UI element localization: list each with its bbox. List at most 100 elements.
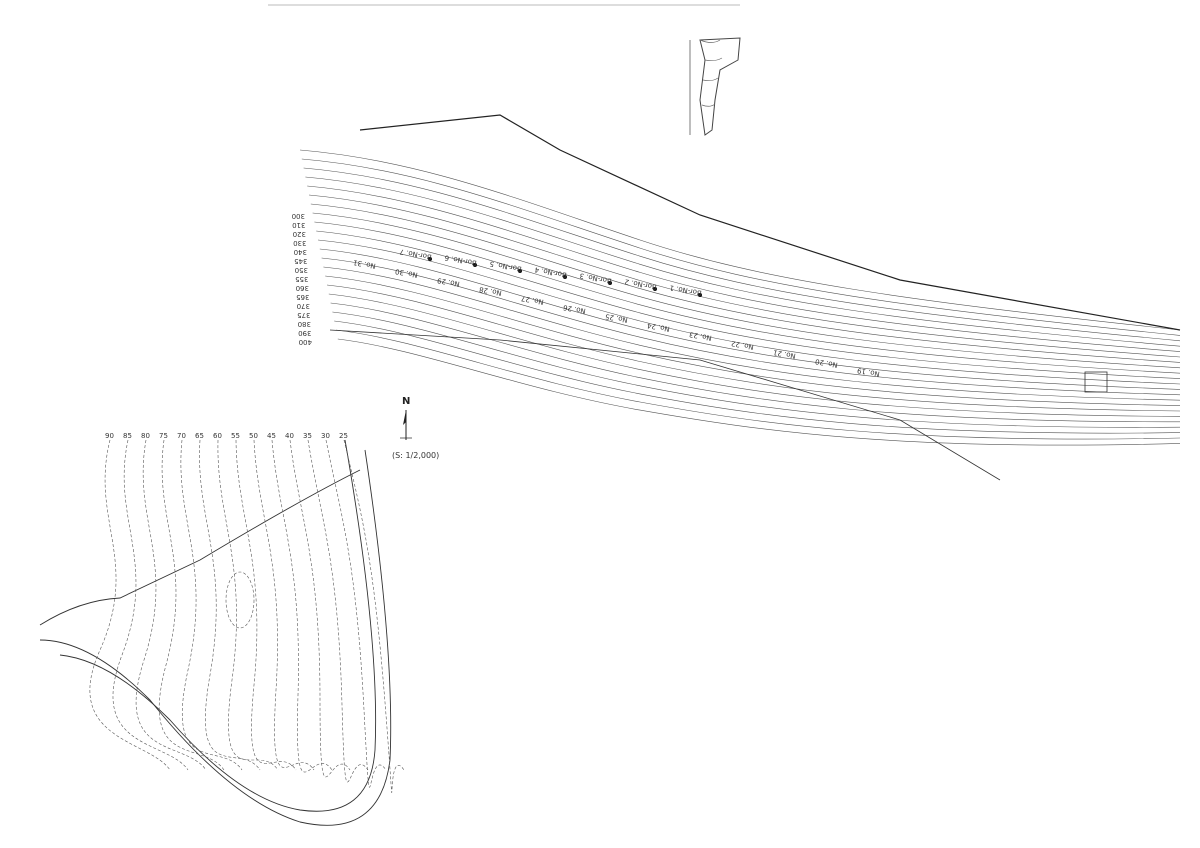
north-label: N (402, 396, 410, 407)
station-label: No. 31 (353, 258, 377, 270)
station-label: No. 28 (479, 285, 503, 297)
boundary-line (329, 329, 1001, 481)
contour-line (319, 248, 1181, 390)
elevation-label: 320 (293, 230, 306, 238)
contour-line (310, 203, 1181, 363)
elevation-label: 310 (292, 221, 305, 229)
contour-line (323, 266, 1181, 401)
contour-line (135, 439, 207, 771)
contour-line (321, 257, 1181, 396)
elevation-label: 300 (292, 212, 305, 220)
station-label: No. 21 (773, 348, 797, 360)
elevation-label: 50 (249, 432, 258, 440)
borehole-marker (653, 287, 657, 291)
borehole-label: Bor-No. 1 (669, 283, 702, 296)
station-label: No. 24 (646, 321, 670, 333)
borehole-marker (428, 257, 432, 261)
contour-line (316, 230, 1181, 379)
contour-line (271, 439, 333, 773)
contour-line (112, 439, 189, 771)
contour-line (199, 439, 261, 771)
elevation-label: 55 (231, 432, 240, 440)
elevation-label: 65 (195, 432, 204, 440)
contour-line (330, 302, 1181, 423)
contour-line (303, 167, 1181, 342)
station-label: No. 29 (437, 276, 461, 288)
contour-line (305, 176, 1181, 347)
borehole-label: Bor-No. 3 (579, 271, 612, 284)
elevation-label: 355 (295, 275, 308, 283)
borehole-label: Bor-No. 7 (399, 247, 432, 260)
contour-line (337, 338, 1181, 446)
elevation-label: 390 (298, 329, 311, 337)
road-edge (39, 449, 392, 826)
station-label: No. 23 (689, 330, 713, 342)
contour-line (325, 439, 387, 788)
contour-line (159, 439, 225, 771)
elevation-label: 85 (123, 432, 132, 440)
contour-line (312, 212, 1181, 369)
borehole-label: Bor-No. 4 (534, 265, 568, 279)
elevation-label: 60 (213, 432, 222, 440)
station-label: No. 22 (731, 339, 755, 351)
structure (1084, 371, 1108, 393)
contour-line (328, 293, 1181, 417)
station-label: No. 19 (857, 366, 881, 378)
elevation-label: 30 (321, 432, 330, 440)
elevation-label: 360 (296, 284, 309, 292)
contour-line (89, 439, 171, 771)
contour-line (235, 439, 297, 771)
road-edge (59, 439, 377, 812)
elevation-label: 350 (295, 266, 308, 274)
contour-line (307, 185, 1181, 352)
elevation-label: 90 (105, 432, 114, 440)
contour-line (343, 439, 405, 793)
contour-line (314, 221, 1181, 374)
road-edge (39, 469, 361, 626)
contour-line (335, 329, 1181, 440)
station-label: No. 26 (562, 303, 586, 315)
station-label: No. 20 (815, 357, 839, 369)
contour-line (308, 194, 1181, 358)
borehole-marker (518, 269, 522, 273)
upper-contour-map: No. 19 No. 20 No. 21 No. 22 No. 23 No. 24 No. … (292, 114, 1181, 481)
borehole-label: Bor-No. 5 (489, 259, 522, 272)
outcrop-section-sketch (689, 37, 741, 136)
elevation-label: 365 (296, 293, 309, 301)
contour-line (253, 439, 315, 771)
contour-line (325, 275, 1181, 406)
contour-line (289, 439, 351, 778)
contour-closed (225, 571, 255, 629)
elevation-label: 340 (294, 248, 307, 256)
elevation-label: 380 (298, 320, 311, 328)
elevation-label: 375 (297, 311, 310, 319)
contour-line (317, 239, 1181, 385)
station-label: No. 30 (395, 267, 419, 279)
station-label: No. 27 (521, 294, 545, 306)
elevation-label: 45 (267, 432, 276, 440)
borehole-marker (698, 293, 702, 297)
station-label: No. 25 (605, 312, 629, 324)
elevation-label: 370 (297, 302, 310, 310)
elevation-label: 35 (303, 432, 312, 440)
contour-line (332, 311, 1181, 428)
contour-line (326, 284, 1181, 412)
contour-line (180, 439, 243, 771)
elevation-label: 75 (159, 432, 168, 440)
contour-line (334, 320, 1181, 434)
contour-line (307, 439, 369, 783)
elevation-label: 400 (299, 338, 312, 346)
borehole-marker (563, 275, 567, 279)
scale-label: (S: 1/2,000) (392, 451, 439, 460)
elevation-label: 70 (177, 432, 186, 440)
borehole-label: Bor-No. 2 (624, 277, 657, 290)
elevation-label: 80 (141, 432, 150, 440)
north-arrow-icon (400, 410, 412, 440)
elevation-label: 25 (339, 432, 348, 440)
contour-line (299, 149, 1181, 331)
contour-line (301, 158, 1181, 336)
road-edge (359, 114, 1181, 331)
borehole-marker (608, 281, 612, 285)
